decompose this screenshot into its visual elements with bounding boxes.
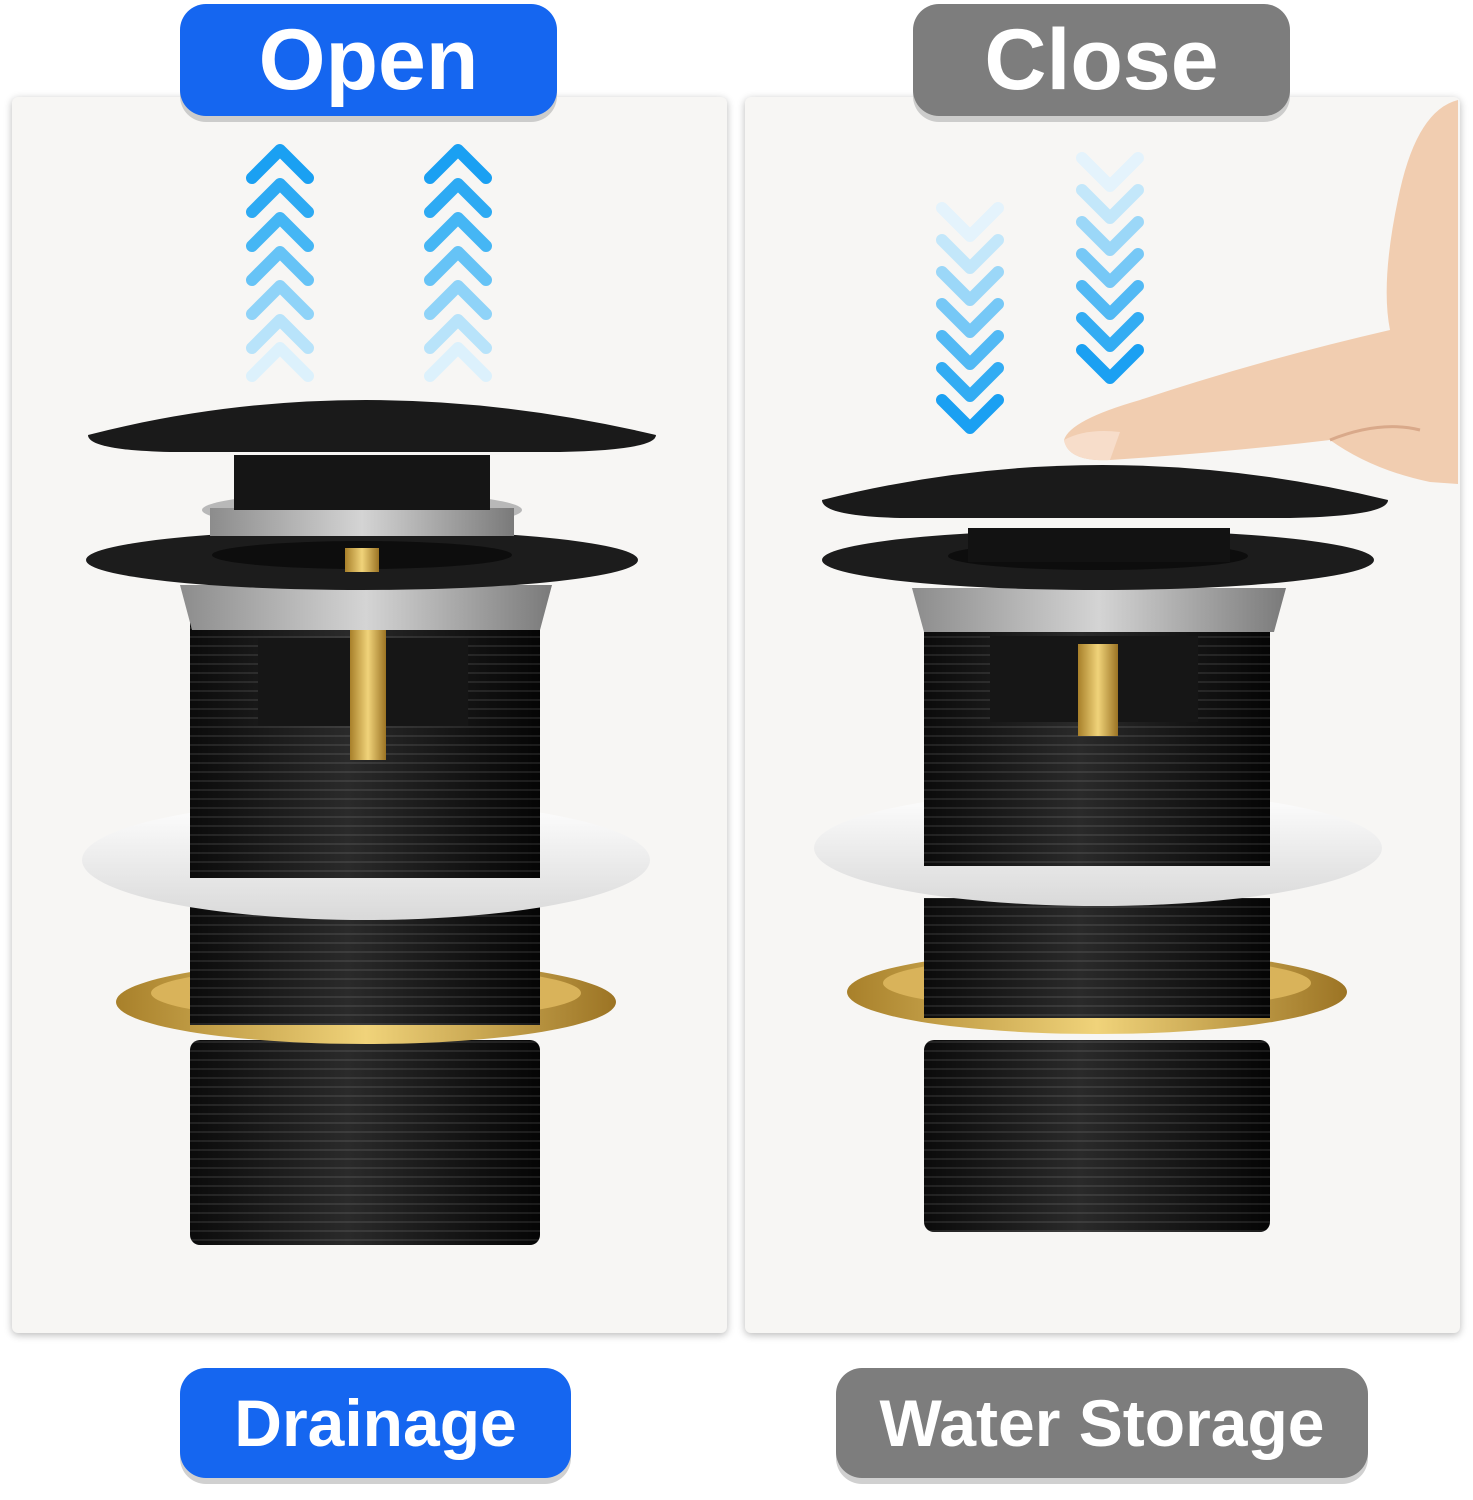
up-arrows-left: [246, 144, 314, 382]
open-drain-assembly: [82, 400, 656, 1245]
down-arrows-right: [1076, 152, 1144, 384]
down-arrows-left: [936, 202, 1004, 434]
up-arrows-right: [424, 144, 492, 382]
hand-finger: [1064, 100, 1458, 484]
drainage-label: Drainage: [180, 1368, 571, 1478]
open-label: Open: [180, 4, 557, 116]
closed-drain-assembly: [814, 465, 1388, 1232]
close-label: Close: [913, 4, 1290, 116]
water-storage-label: Water Storage: [836, 1368, 1368, 1478]
